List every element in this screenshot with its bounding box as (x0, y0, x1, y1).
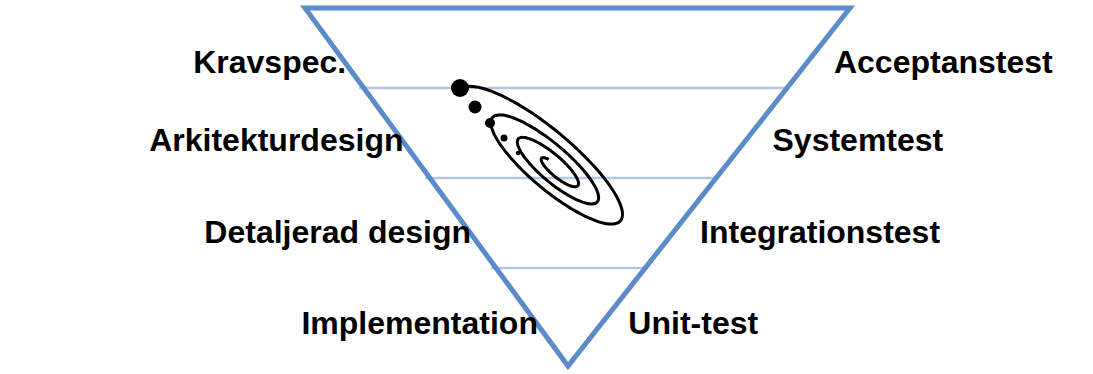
phase-divider (359, 87, 787, 90)
iteration-spiral (451, 79, 622, 224)
phase-divider (425, 177, 716, 180)
phase-label: Arkitekturdesign (149, 122, 403, 159)
phase-label: Detaljerad design (204, 214, 471, 251)
phase-label: Implementation (301, 305, 537, 342)
phase-divider (491, 267, 645, 270)
progress-dot (469, 101, 482, 114)
progress-dot (516, 151, 520, 155)
test-label: Unit-test (628, 305, 758, 342)
progress-dot (451, 79, 469, 97)
test-label: Acceptanstest (834, 44, 1053, 81)
phase-label: Kravspec. (193, 44, 346, 81)
progress-dot (485, 118, 495, 128)
test-label: Integrationstest (700, 214, 940, 251)
progress-dot (501, 135, 508, 142)
test-label: Systemtest (773, 122, 944, 159)
spiral-curve (460, 86, 623, 224)
